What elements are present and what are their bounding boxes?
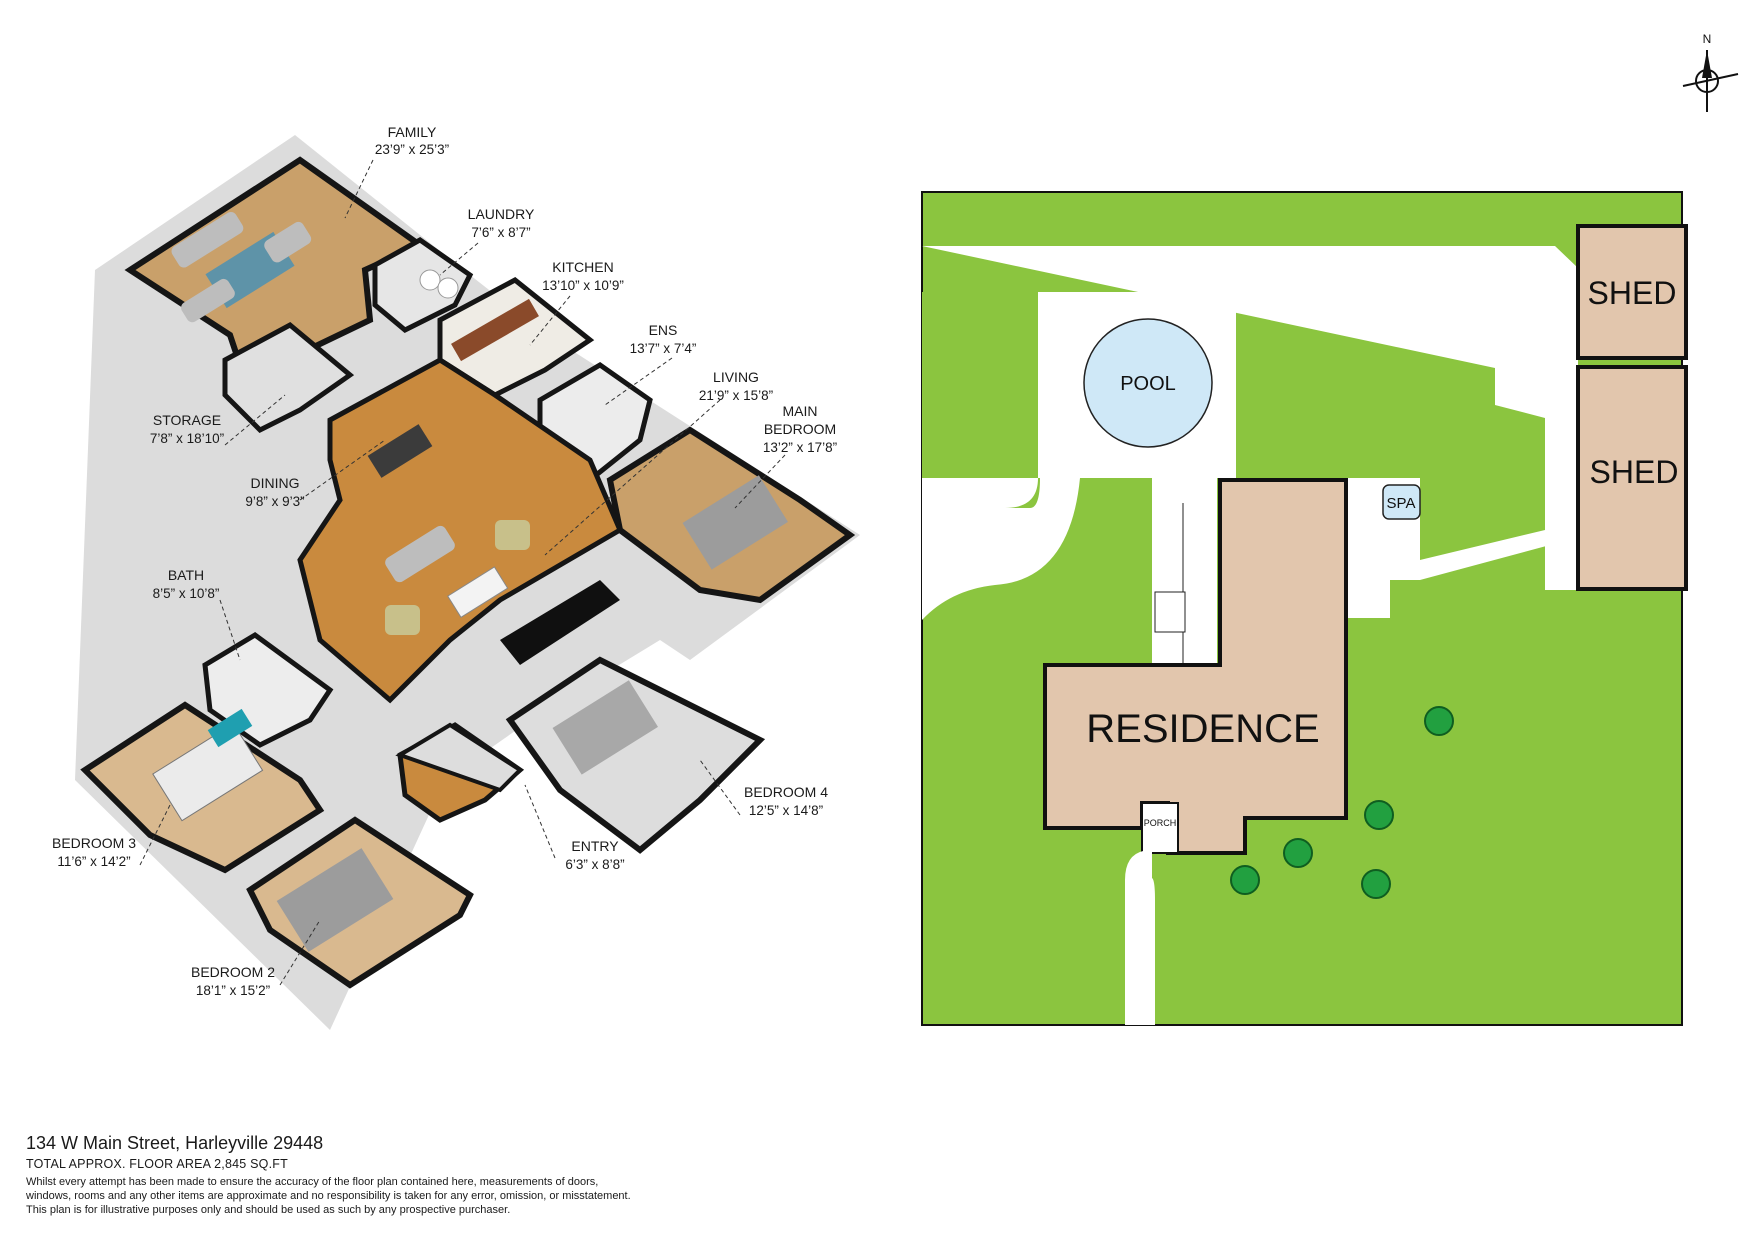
room-dims-bedroom-3: 11’6” x 14’2” bbox=[57, 854, 130, 869]
room-name-laundry: LAUNDRY bbox=[468, 206, 535, 222]
coffee-table bbox=[447, 566, 509, 619]
plan-footer: 134 W Main Street, Harleyville 29448 TOT… bbox=[26, 1133, 786, 1217]
tree-icon bbox=[1364, 800, 1394, 830]
room-dims-ens: 13’7” x 7’4” bbox=[630, 341, 697, 356]
bedroom-3-bedding bbox=[207, 708, 253, 748]
storage-floor bbox=[222, 321, 355, 434]
bedroom-4-bed bbox=[552, 680, 658, 775]
disclaimer-line-2: windows, rooms and any other items are a… bbox=[26, 1190, 631, 1202]
tree-icon bbox=[1424, 706, 1454, 736]
room-name-bath: BATH bbox=[168, 567, 204, 583]
family-sofa bbox=[171, 211, 244, 268]
family-sofa-2 bbox=[181, 278, 235, 323]
main-bed bbox=[682, 475, 788, 570]
room-dims-laundry: 7’6” x 8’7” bbox=[471, 225, 530, 240]
front-walk bbox=[1125, 850, 1155, 1025]
disclaimer-line-3: This plan is for illustrative purposes o… bbox=[26, 1204, 511, 1216]
property-address: 134 W Main Street, Harleyville 29448 bbox=[26, 1133, 324, 1153]
disclaimer-line-1: Whilst every attempt has been made to en… bbox=[26, 1176, 599, 1188]
room-name-bedroom-3: BEDROOM 3 bbox=[52, 835, 136, 851]
room-name-family: FAMILY bbox=[388, 124, 437, 140]
side-walk bbox=[1152, 478, 1217, 666]
room-dims-main-bedroom: 13’2” x 17’8” bbox=[763, 440, 837, 455]
room-dims-storage: 7’8” x 18’10” bbox=[150, 431, 224, 446]
room-dims-kitchen: 13’10” x 10’9” bbox=[542, 278, 624, 293]
room-dims-bedroom-2: 18’1” x 15’2” bbox=[196, 983, 270, 998]
living-sofa bbox=[385, 525, 455, 583]
room-name-bedroom-4: BEDROOM 4 bbox=[744, 784, 828, 800]
room-name-living: LIVING bbox=[713, 369, 759, 385]
living-armchair-2 bbox=[385, 605, 420, 635]
shed-south-label: SHED bbox=[1590, 454, 1679, 490]
room-dims-dining: 9’8” x 9’3” bbox=[245, 494, 304, 509]
tree-icon bbox=[1361, 869, 1391, 899]
room-dims-bedroom-4: 12’5” x 14’8” bbox=[749, 803, 823, 818]
dryer bbox=[437, 277, 459, 299]
room-name-kitchen: KITCHEN bbox=[552, 259, 613, 275]
room-dims-family: 23’9” x 25’3” bbox=[375, 142, 449, 157]
room-dims-bath: 8’5” x 10’8” bbox=[153, 586, 220, 601]
living-armchair bbox=[495, 520, 530, 550]
tree-icon bbox=[1283, 838, 1313, 868]
site-plan: POOL SPA SHED SHED RESIDENCE PORCH bbox=[921, 191, 1688, 1026]
north-compass-icon: N bbox=[1682, 32, 1739, 112]
dining-table bbox=[367, 424, 433, 478]
room-name-dining: DINING bbox=[251, 475, 300, 491]
tree-icon bbox=[1230, 865, 1260, 895]
bedroom-2-bed bbox=[276, 848, 394, 952]
shed-south bbox=[1576, 365, 1688, 591]
room-name-entry: ENTRY bbox=[571, 838, 619, 854]
room-dims-living: 21’9” x 15’8” bbox=[699, 388, 773, 403]
hall-dark bbox=[500, 580, 620, 665]
north-path bbox=[922, 246, 1578, 590]
west-path bbox=[922, 292, 1038, 508]
floor-plan-3d bbox=[75, 135, 860, 1030]
room-name-main-bedroom-line2: BEDROOM bbox=[764, 421, 836, 437]
family-armchair bbox=[264, 221, 312, 263]
washer bbox=[419, 269, 441, 291]
porch bbox=[1141, 802, 1179, 854]
bedroom-3-bed bbox=[152, 722, 264, 822]
wardrobe-closet bbox=[395, 722, 524, 793]
bedroom-4-floor bbox=[505, 656, 766, 854]
pool bbox=[1083, 318, 1213, 448]
living-dining-floor bbox=[297, 357, 624, 704]
room-name-storage: STORAGE bbox=[153, 412, 221, 428]
kitchen-counter bbox=[451, 298, 539, 362]
room-labels: FAMILY 23’9” x 25’3” LAUNDRY 7’6” x 8’7”… bbox=[52, 124, 837, 998]
spa bbox=[1382, 484, 1421, 520]
room-name-ens: ENS bbox=[649, 322, 678, 338]
pool-label: POOL bbox=[1120, 373, 1176, 395]
total-floor-area: TOTAL APPROX. FLOOR AREA 2,845 SQ.FT bbox=[26, 1157, 288, 1171]
shed-north-label: SHED bbox=[1588, 275, 1677, 311]
room-name-main-bedroom-line1: MAIN bbox=[783, 403, 818, 419]
compass-north-label: N bbox=[1703, 32, 1712, 46]
room-dims-entry: 6’3” x 8’8” bbox=[565, 857, 624, 872]
west-lawn-edge bbox=[922, 292, 1038, 498]
residence-label: RESIDENCE bbox=[1086, 707, 1319, 751]
west-path-lower bbox=[922, 478, 1080, 620]
disclaimer-text: Whilst every attempt has been made to en… bbox=[26, 1175, 726, 1217]
spa-label: SPA bbox=[1387, 495, 1416, 512]
shed-north bbox=[1576, 224, 1688, 360]
porch-label: PORCH bbox=[1144, 818, 1177, 828]
stairs bbox=[1154, 591, 1186, 633]
room-name-bedroom-2: BEDROOM 2 bbox=[191, 964, 275, 980]
